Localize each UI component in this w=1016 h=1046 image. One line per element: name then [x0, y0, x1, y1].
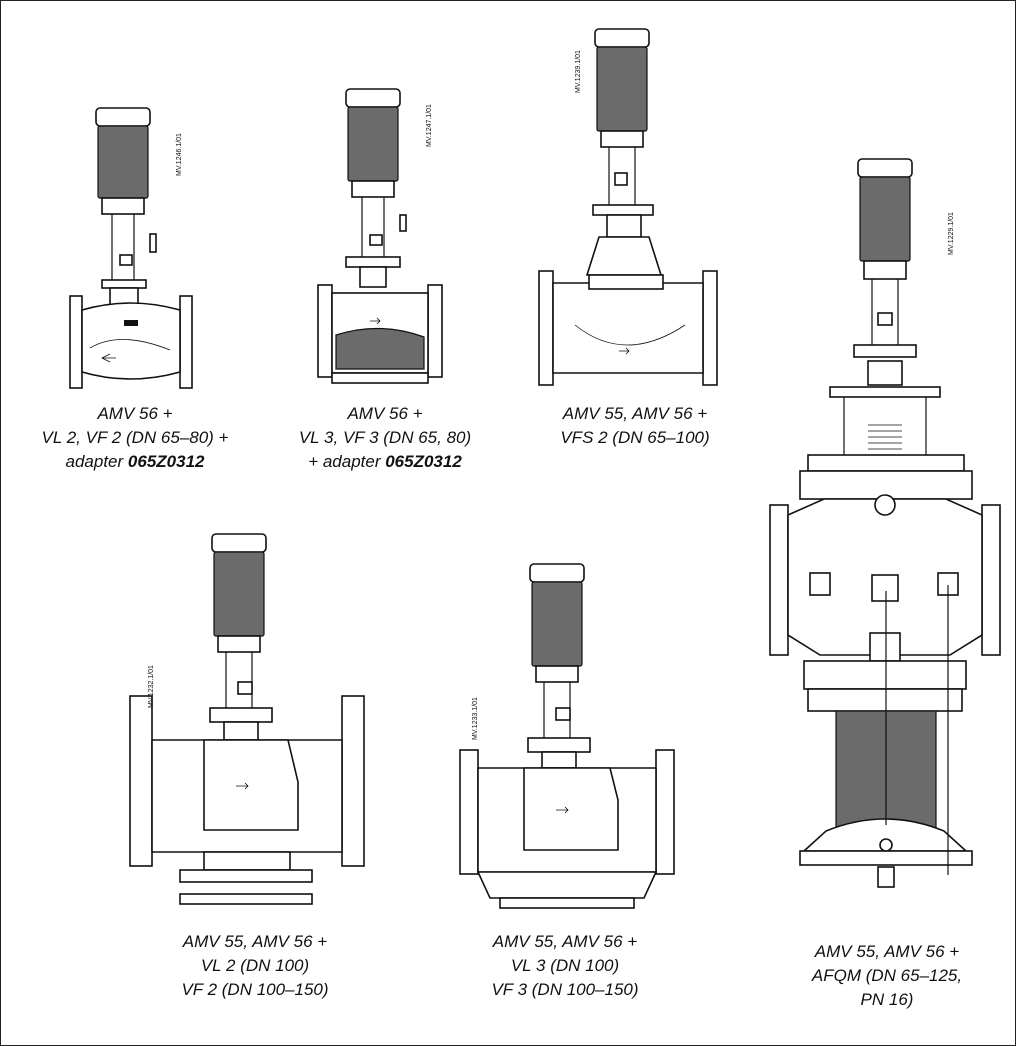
valve-figure-2: MV.1247.1/01 [310, 85, 460, 390]
drawing-ref-code: MV.1246.1/01 [176, 133, 183, 176]
valve-figure-4: MV.1229.1/01 [769, 155, 1010, 915]
drawing-ref-code: MV.1239.1/01 [575, 50, 582, 93]
valve-figure-6: MV.1233.1/01 [459, 560, 700, 920]
caption-6: AMV 55, AMV 56 + VL 3 (DN 100) VF 3 (DN … [440, 930, 690, 1002]
caption-line: AMV 55, AMV 56 + [182, 932, 328, 951]
drawing-ref-code: MV.1233.1/01 [472, 697, 479, 740]
valve-drawing-3 [538, 28, 718, 386]
caption-1: AMV 56 + VL 2, VF 2 (DN 65–80) + adapter… [10, 402, 260, 474]
caption-line: adapter 065Z0312 [65, 452, 205, 471]
caption-3: AMV 55, AMV 56 + VFS 2 (DN 65–100) [510, 402, 760, 450]
caption-line: VL 2, VF 2 (DN 65–80) + [41, 428, 229, 447]
valve-figure-5: MV.1232.1/01 [129, 530, 370, 920]
caption-2: AMV 56 + VL 3, VF 3 (DN 65, 80) + adapte… [260, 402, 510, 474]
caption-4: AMV 55, AMV 56 + AFQM (DN 65–125, PN 16) [762, 940, 1012, 1012]
valve-drawing-2 [317, 88, 443, 384]
caption-line: + adapter 065Z0312 [308, 452, 462, 471]
caption-line: AMV 55, AMV 56 + [492, 932, 638, 951]
caption-line: AMV 56 + [97, 404, 173, 423]
caption-line: VL 3 (DN 100) [510, 956, 620, 975]
drawing-ref-code: MV.1247.1/01 [426, 104, 433, 147]
adapter-code: 065Z0312 [127, 452, 205, 471]
caption-line: AMV 55, AMV 56 + [814, 942, 960, 961]
valve-drawing-5 [129, 533, 365, 905]
caption-line: VF 2 (DN 100–150) [181, 980, 329, 999]
caption-line: VL 3, VF 3 (DN 65, 80) [298, 428, 472, 447]
caption-line: PN 16) [860, 990, 914, 1009]
valve-figure-1: MV.1246.1/01 [60, 100, 210, 390]
caption-5: AMV 55, AMV 56 + VL 2 (DN 100) VF 2 (DN … [130, 930, 380, 1002]
valve-drawing-1 [69, 107, 193, 389]
drawing-ref-code: MV.1232.1/01 [148, 665, 155, 708]
valve-drawing-6 [459, 563, 675, 909]
caption-line: AFQM (DN 65–125, [811, 966, 963, 985]
drawing-ref-code: MV.1229.1/01 [948, 212, 955, 255]
caption-line: AMV 56 + [347, 404, 423, 423]
caption-line: AMV 55, AMV 56 + [562, 404, 708, 423]
valve-drawing-4 [769, 158, 1001, 888]
caption-line: VL 2 (DN 100) [200, 956, 310, 975]
caption-line: VFS 2 (DN 65–100) [560, 428, 710, 447]
adapter-code: 065Z0312 [385, 452, 462, 471]
caption-line: VF 3 (DN 100–150) [491, 980, 639, 999]
valve-figure-3: MV.1239.1/01 [535, 25, 725, 390]
